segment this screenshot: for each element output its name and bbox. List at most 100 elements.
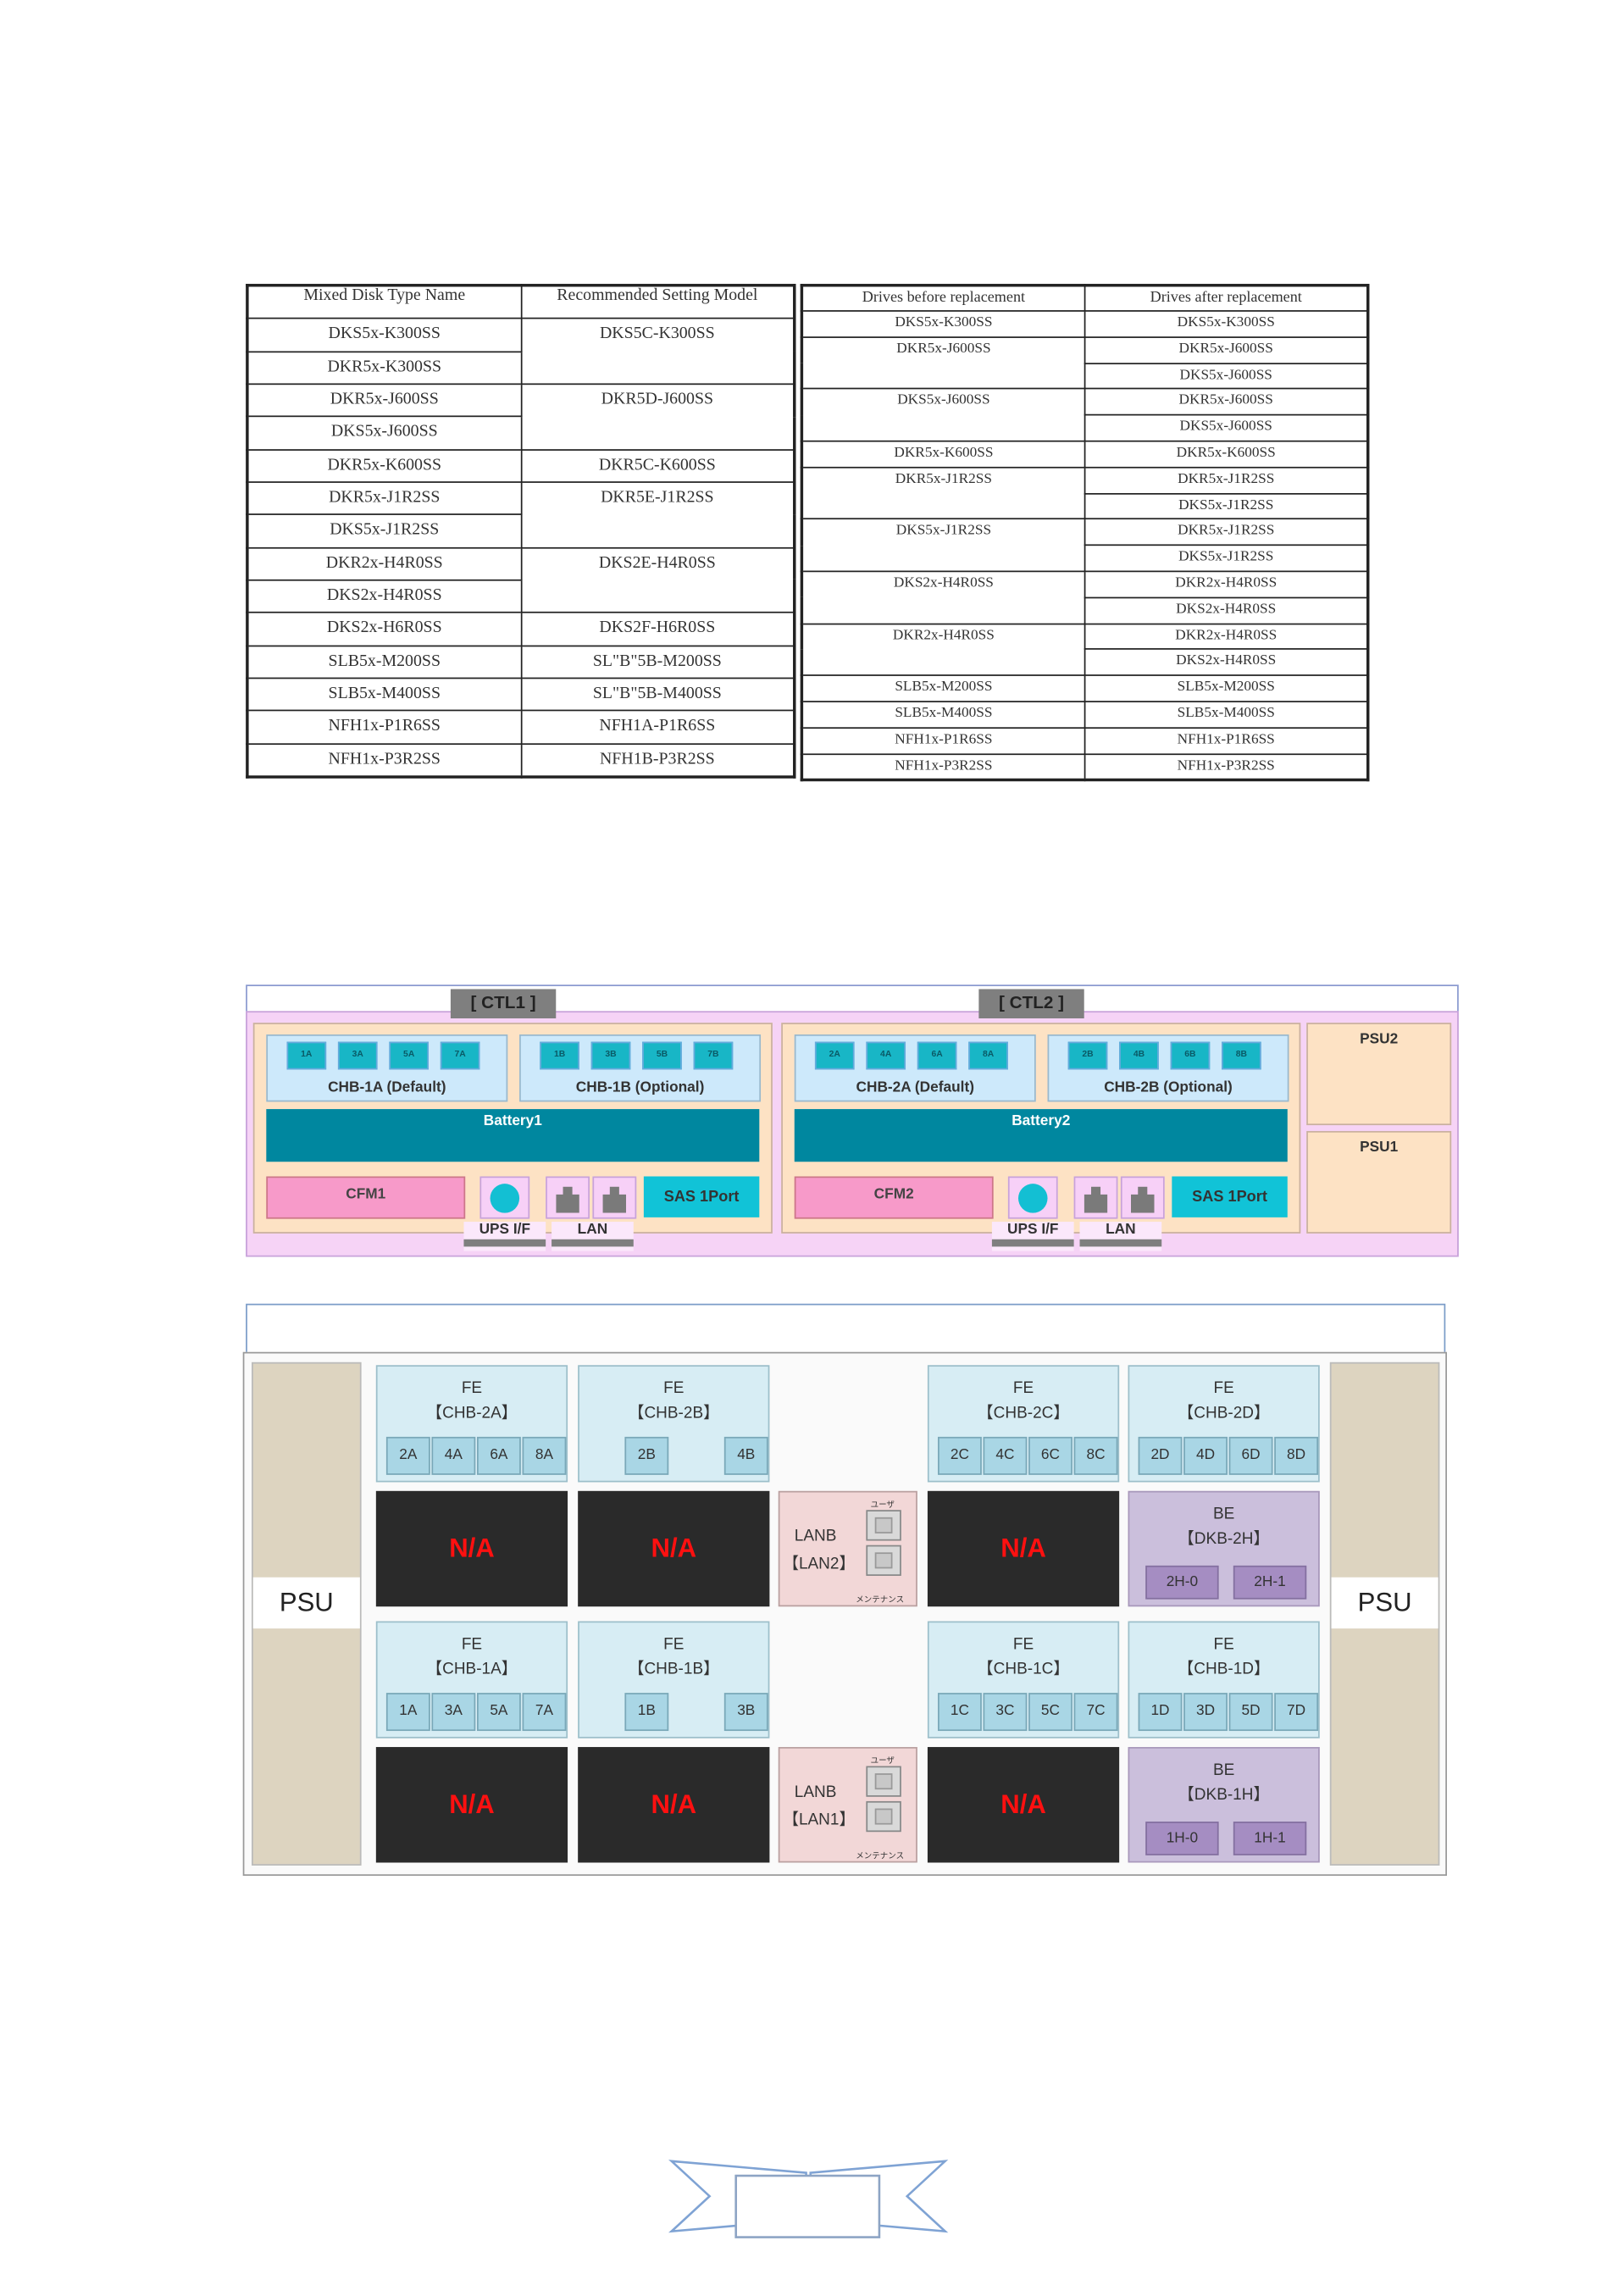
board-type: FE	[1012, 1379, 1034, 1398]
port-1d[interactable]: 1D	[1138, 1693, 1183, 1732]
battery: Battery1	[266, 1109, 760, 1162]
sas-port[interactable]: SAS 1Port	[1172, 1176, 1288, 1217]
ups-interface-port[interactable]	[479, 1176, 530, 1219]
port-4d[interactable]: 4D	[1183, 1436, 1228, 1475]
port-4b[interactable]: 4B	[1119, 1041, 1159, 1070]
port-3b[interactable]: 3B	[723, 1693, 768, 1732]
port-1c[interactable]: 1C	[938, 1693, 982, 1732]
port-8a[interactable]: 8A	[522, 1436, 567, 1475]
port-5b[interactable]: 5B	[642, 1041, 682, 1070]
lan-label: LAN	[1079, 1222, 1162, 1251]
lan-port[interactable]	[1073, 1176, 1118, 1219]
port-2b[interactable]: 2B	[1067, 1041, 1108, 1070]
mixed-disk-type-cell: DKS2x-H6R0SS	[246, 612, 522, 646]
recommended-model-cell: DKS2F-H6R0SS	[519, 612, 795, 646]
port-3b[interactable]: 3B	[590, 1041, 631, 1070]
port-4b[interactable]: 4B	[723, 1436, 768, 1475]
port-1b[interactable]: 1B	[540, 1041, 579, 1070]
label-bar	[551, 1239, 634, 1247]
mixed-disk-type-cell: DKR5x-K600SS	[246, 448, 522, 483]
port-5a[interactable]: 5A	[477, 1693, 521, 1732]
port-7b[interactable]: 7B	[693, 1041, 734, 1070]
drive-after-cell: DKS5x-J1R2SS	[1084, 492, 1369, 520]
port-8d[interactable]: 8D	[1274, 1436, 1319, 1475]
port-8a[interactable]: 8A	[968, 1041, 1008, 1070]
lan-connector-icon	[1084, 1186, 1108, 1213]
lan-port[interactable]	[546, 1176, 590, 1219]
port-1h-0[interactable]: 1H-0	[1145, 1822, 1219, 1855]
drive-before-cell: DKR5x-J1R2SS	[801, 466, 1086, 520]
cache-flash-module: CFM2	[794, 1176, 994, 1219]
port-8b[interactable]: 8B	[1222, 1041, 1261, 1070]
port-4c[interactable]: 4C	[983, 1436, 1028, 1475]
power-supply-2: PSU2	[1306, 1023, 1452, 1126]
port-2b[interactable]: 2B	[624, 1436, 669, 1475]
port-7a[interactable]: 7A	[522, 1693, 567, 1732]
lan-port[interactable]	[1120, 1176, 1165, 1219]
port-6a[interactable]: 6A	[477, 1436, 521, 1475]
port-3c[interactable]: 3C	[983, 1693, 1028, 1732]
port-8c[interactable]: 8C	[1073, 1436, 1118, 1475]
port-2c[interactable]: 2C	[938, 1436, 982, 1475]
port-5d[interactable]: 5D	[1228, 1693, 1273, 1732]
port-7d[interactable]: 7D	[1274, 1693, 1319, 1732]
port-2h-0[interactable]: 2H-0	[1145, 1565, 1219, 1600]
port-7a[interactable]: 7A	[440, 1041, 480, 1070]
drive-after-cell: DKS5x-K300SS	[1084, 310, 1369, 338]
port-5c[interactable]: 5C	[1028, 1693, 1073, 1732]
drive-before-cell: DKR5x-K600SS	[801, 440, 1086, 469]
port-6a[interactable]: 6A	[917, 1041, 957, 1070]
port-6d[interactable]: 6D	[1228, 1436, 1273, 1475]
sas-port[interactable]: SAS 1Port	[643, 1176, 760, 1217]
drive-after-cell: SLB5x-M200SS	[1084, 674, 1369, 702]
lan-label-text: LAN	[577, 1222, 608, 1239]
not-available-label: N/A	[651, 1789, 697, 1819]
port-1h-1[interactable]: 1H-1	[1233, 1822, 1307, 1855]
port-4a[interactable]: 4A	[431, 1436, 476, 1475]
port-3d[interactable]: 3D	[1183, 1693, 1228, 1732]
port-2a[interactable]: 2A	[814, 1041, 855, 1070]
ups-interface-port[interactable]	[1007, 1176, 1058, 1219]
table-row: DKR5x-K300SS	[246, 350, 795, 385]
port-5a[interactable]: 5A	[389, 1041, 430, 1070]
port-3a[interactable]: 3A	[337, 1041, 378, 1070]
drive-before-cell: SLB5x-M400SS	[801, 701, 1086, 729]
maintenance-lan-port[interactable]	[866, 1545, 901, 1576]
port-6c[interactable]: 6C	[1028, 1436, 1073, 1475]
port-1b[interactable]: 1B	[624, 1693, 669, 1732]
port-2d[interactable]: 2D	[1138, 1436, 1183, 1475]
ethernet-port-icon	[874, 1517, 893, 1533]
port-6b[interactable]: 6B	[1170, 1041, 1211, 1070]
port-2h-1[interactable]: 2H-1	[1233, 1565, 1307, 1600]
port-7c[interactable]: 7C	[1073, 1693, 1118, 1732]
recommended-model-cell: DKS5C-K300SS	[519, 318, 795, 385]
board-type: BE	[1212, 1761, 1235, 1780]
drive-after-cell: DKR5x-J1R2SS	[1084, 466, 1369, 494]
port-2a[interactable]: 2A	[385, 1436, 430, 1475]
port-3a[interactable]: 3A	[431, 1693, 476, 1732]
table-row: DKS5x-J600SS	[246, 415, 795, 451]
port-4a[interactable]: 4A	[866, 1041, 906, 1070]
power-supply-1: PSU1	[1306, 1130, 1452, 1234]
ups-connector-icon	[1017, 1184, 1048, 1213]
user-lan-port[interactable]	[866, 1510, 901, 1541]
board-name: 【CHB-1C】	[977, 1661, 1070, 1678]
lan-board-name: 【LAN2】	[782, 1555, 856, 1573]
port-1a[interactable]: 1A	[385, 1693, 430, 1732]
port-1a[interactable]: 1A	[286, 1041, 327, 1070]
user-lan-port[interactable]	[866, 1766, 901, 1797]
user-port-label: ユーザ	[870, 1757, 895, 1766]
board-name: 【CHB-2D】	[1178, 1404, 1270, 1423]
lan-port[interactable]	[592, 1176, 637, 1219]
maintenance-lan-port[interactable]	[866, 1800, 901, 1833]
